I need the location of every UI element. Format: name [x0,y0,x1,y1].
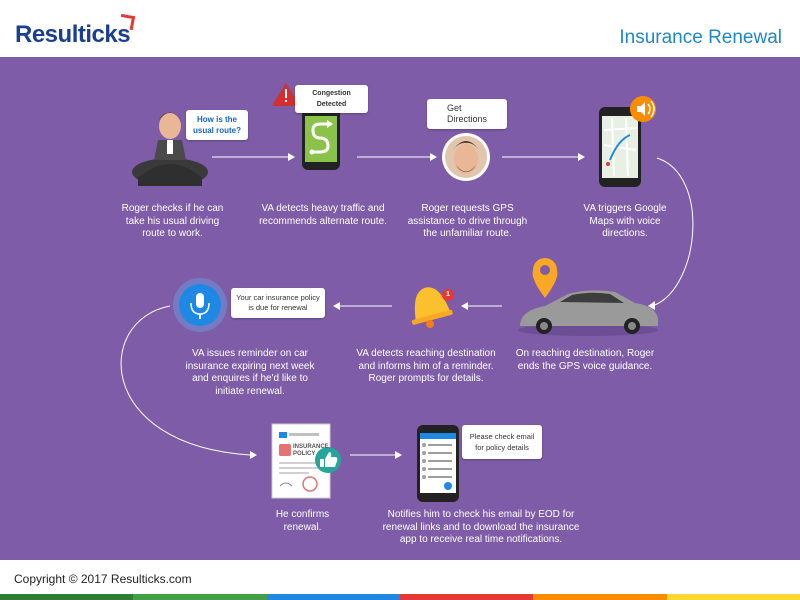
stripe-segment [533,594,667,600]
caption-email-notify: Notifies him to check his email by EOD f… [382,509,580,545]
notification-badge-count: 1 [446,291,450,298]
stripe-segment [666,594,800,600]
man-face-icon [442,133,490,181]
insurance-policy-icon [271,423,331,499]
car-icon [518,290,658,336]
stripe-segment [266,594,400,600]
usual-route-bubble: How is the usual route? [186,110,248,140]
caption-google-maps: VA triggers Google Maps with voice direc… [583,203,667,239]
header: Resulticks Insurance Renewal [0,0,800,57]
directions-bubble: Get Directions [427,99,507,129]
caption-alternate-route: VA detects heavy traffic and recommends … [259,203,387,227]
caption-usual-route: Roger checks if he can take his usual dr… [121,203,224,239]
stripe-segment [399,594,534,600]
footer-color-stripe [0,594,800,600]
resulticks-logo: Resulticks [15,13,136,49]
arrowhead-8 [395,451,402,459]
warning-icon [272,83,300,106]
microphone-icon [173,278,227,332]
footer: Copyright © 2017 Resulticks.com [0,560,800,600]
man-driving-icon [132,112,208,186]
maps-phone-icon [599,107,641,187]
route-phone-icon [302,108,340,170]
speaker-icon [630,96,656,122]
email-phone-icon [417,425,459,502]
stripe-segment [133,594,267,600]
arrowheads [250,153,655,459]
connector-lines [120,156,694,456]
stripe-segment [0,594,134,600]
caption-renewal-reminder: VA issues reminder on car insurance expi… [185,348,315,397]
arrowhead-3 [578,153,585,161]
location-pin-icon [532,258,558,298]
notification-badge [442,289,454,301]
arrowhead-4 [648,301,655,310]
logo-text: Resulticks [15,21,131,48]
insurance-policy-title: INSURANCE POLICY [293,444,329,457]
caption-gps-assistance: Roger requests GPS assistance to drive t… [407,203,528,239]
caption-confirm: He confirms renewal. [275,509,330,533]
page-title: Insurance Renewal [619,27,782,48]
email-bubble: Please check email for policy details [462,425,542,459]
copyright-text: Copyright © 2017 Resulticks.com [14,572,192,586]
connector-4 [654,157,694,306]
congestion-bubble: Congestion Detected [295,85,368,113]
arrowhead-2 [430,153,437,161]
content-panel [0,57,800,560]
caption-reminder-detect: VA detects reaching destination and info… [356,348,496,384]
connector-7 [120,305,251,456]
arrowhead-1 [288,153,295,161]
arrowhead-7 [250,451,257,459]
thumbs-up-icon [315,447,341,473]
renewal-bubble: Your car insurance policy is due for ren… [231,288,325,318]
caption-destination: On reaching destination, Roger ends the … [515,348,655,372]
arrowhead-5 [461,302,468,310]
bell-icon [411,287,453,328]
arrowhead-6 [333,302,340,310]
